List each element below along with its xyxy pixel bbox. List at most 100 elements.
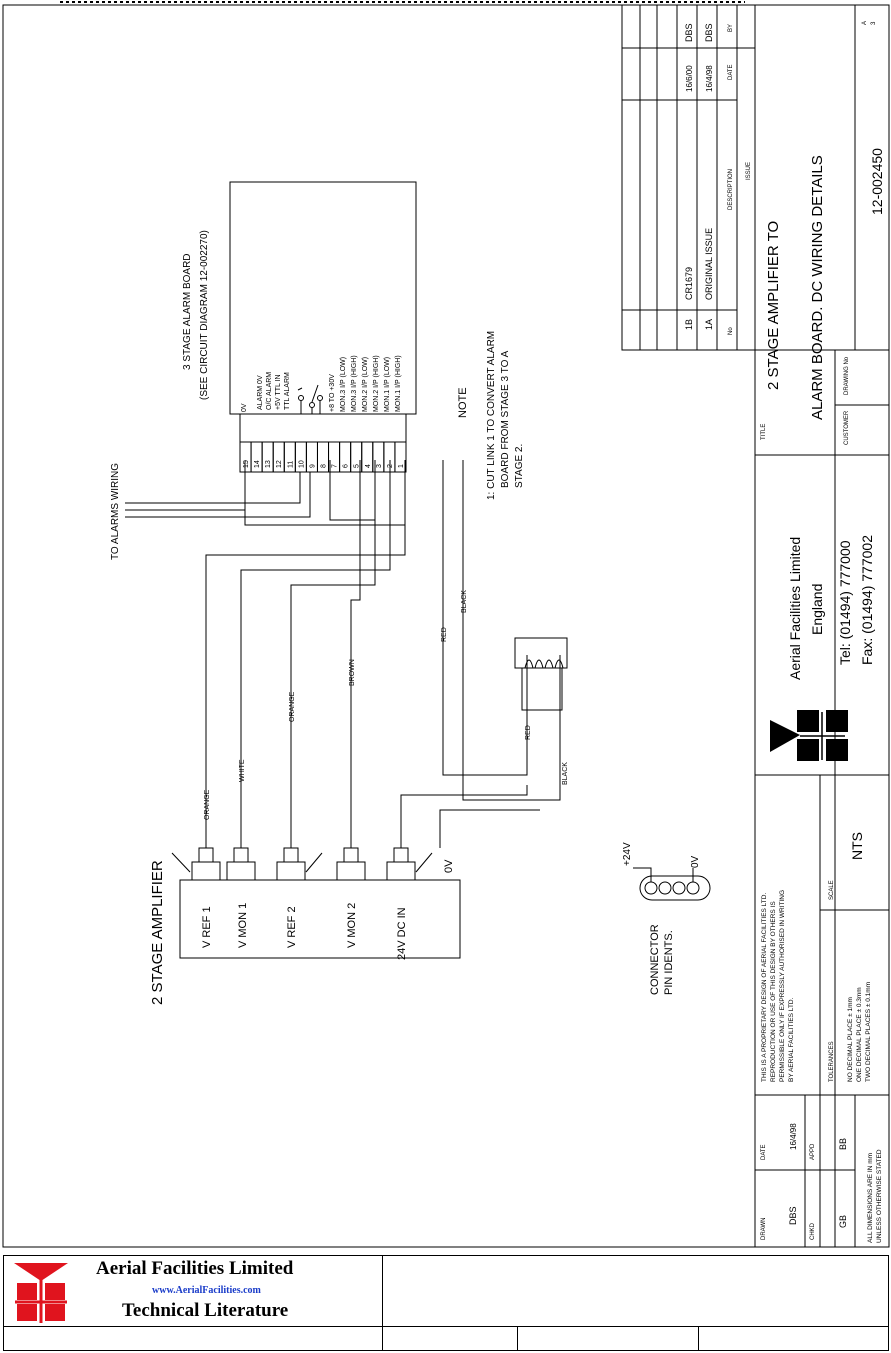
customer-label: CUSTOMER [844,410,850,445]
footer-literature: Technical Literature [122,1300,289,1321]
company-logo-icon [770,710,848,761]
terminal-pin-number: 11 [287,461,294,468]
wire-label-red: RED [525,725,532,740]
board-label: +5V TTL IN [275,374,282,410]
issue-date: 16/6/00 [685,65,694,92]
note-line: STAGE 2. [514,444,525,488]
proprietary-line: THIS IS A PROPRIETARY DESIGN OF AERIAL F… [761,893,768,1082]
note-line: BOARD FROM STAGE 3 TO A [500,350,511,488]
board-label: TTL ALARM [284,372,291,410]
scale-label: SCALE [829,880,835,900]
dc-plug [514,637,568,711]
amp-zero-v: 0V [443,859,455,873]
appd-value: BB [838,1138,848,1150]
port-label: V REF 1 [201,906,213,948]
alarm-board-subtitle: (SEE CIRCUIT DIAGRAM 12-002270) [199,230,210,400]
terminal-pin-number: 5 [354,464,361,468]
terminal-pin-number: 12 [276,460,283,468]
connector-subtitle: PIN IDENTS. [663,930,675,995]
title-block-grid [621,4,889,1247]
footer-blank-cell [383,1256,888,1326]
issue-description: ORIGINAL ISSUE [704,228,714,300]
drawing-title-line1: 2 STAGE AMPLIFIER TO [765,221,782,390]
drawn-label: DRAWN [761,1218,767,1240]
port-label: V MON 2 [346,903,358,948]
board-label: MON.1 I/P (LOW) [384,357,391,412]
drawing-number: 12-002450 [869,148,885,215]
footer-cell [518,1327,699,1350]
issue-description: CR1679 [684,267,694,300]
terminal-pin-number: 4 [365,464,372,468]
drawing-no-label: DRAWING No [844,356,850,395]
appd-label: APPD [810,1143,816,1160]
terminal-pin-number: 3 [376,464,383,468]
note-line: 1: CUT LINK 1 TO CONVERT ALARM [486,331,497,500]
tolerance-line: TWO DECIMAL PLACES ± 0.1mm [865,982,872,1082]
sheet-frame [2,4,890,1248]
footer-cell [4,1327,383,1350]
drawing-sheet: 2 STAGE AMPLIFIER V REF 1 V MON 1 V REF … [2,1,890,1248]
connector-plus24: +24V [622,842,633,866]
footer-logo-cell: Aerial Facilities Limited www.AerialFaci… [4,1256,383,1326]
company-name: Aerial Facilities Limited [787,537,803,680]
board-label: MON.2 I/P (LOW) [362,357,369,412]
issue-footer-label: ISSUE [746,162,752,180]
wire-label-orange1: ORANGE [204,789,211,820]
issue-header-no: No [728,327,734,335]
port-label: 24V DC IN [396,907,408,960]
proprietary-line: BY AERIAL FACILITIES LTD. [788,997,795,1082]
connector-zero-v: 0V [690,855,701,868]
terminal-pin-number: 13 [265,460,272,468]
drawn-value: DBS [788,1206,798,1225]
board-label: MON.3 I/P (LOW) [340,357,347,412]
port-label: V REF 2 [286,906,298,948]
issue-no: 1A [704,319,714,330]
connector-pins [633,867,711,901]
title-label: TITLE [761,424,767,440]
board-label: MON.3 I/P (HIGH) [351,355,358,412]
chkd-value: GB [838,1215,848,1228]
terminal-pin-number: 14 [254,460,261,468]
wires [205,460,561,848]
footer-company-name: Aerial Facilities Limited [96,1258,294,1279]
terminal-pin-number: 7 [332,464,339,468]
link-switch [297,384,323,414]
issue-header-by: BY [728,24,734,32]
board-label: MON.1 I/P (HIGH) [395,355,402,412]
wire-label-white: WHITE [239,759,246,782]
footer-cell [383,1327,518,1350]
note-title: NOTE [457,387,469,418]
terminal-pin-number: 15 [243,460,250,468]
terminal-pin-number: 1 [398,464,405,468]
sheet-size: A [862,21,868,25]
board-label: 0V [241,403,248,412]
wiring-drawing: 2 STAGE AMPLIFIER V REF 1 V MON 1 V REF … [2,1,890,1248]
footer-bottom-row [4,1326,888,1350]
scale-value: NTS [849,832,865,860]
to-alarms-lines [125,472,311,518]
issue-by: DBS [684,23,694,42]
issue-header-description: DESCRIPTION [728,169,734,210]
port-label: V MON 1 [237,903,249,948]
terminal-pin-number: 10 [298,460,305,468]
tolerance-line: ONE DECIMAL PLACE ± 0.3mm [856,987,863,1082]
proprietary-line: PERMISSIBLE ONLY IF EXPRESSLY AUTHORISED… [779,890,786,1082]
issue-header-date: DATE [728,64,734,80]
date-value: 16/4/98 [789,1123,798,1150]
connector-title: CONNECTOR [649,924,661,995]
issue-date: 16/4/98 [705,65,714,92]
board-label: +8 TO +30V [329,374,336,412]
board-label: ALARM 0V [257,375,264,410]
company-fax: Fax: (01494) 777002 [859,535,875,665]
wire-label-black: BLACK [562,762,569,785]
drawing-title-line2: ALARM BOARD. DC WIRING DETAILS [809,155,826,420]
wire-label-brown: BROWN [349,659,356,686]
proprietary-line: REPRODUCTION OR USE OF THIS DESIGN BY OT… [770,901,777,1082]
tolerances-label: TOLERANCES [829,1041,835,1082]
footer-url[interactable]: www.AerialFacilities.com [152,1285,261,1296]
tolerance-line: NO DECIMAL PLACE ± 1mm [847,997,854,1082]
dims-line: UNLESS OTHERWISE STATED [876,1149,883,1243]
wire-label-red: RED [441,627,448,642]
company-country: England [809,584,825,635]
chkd-label: CHKD [810,1222,816,1240]
